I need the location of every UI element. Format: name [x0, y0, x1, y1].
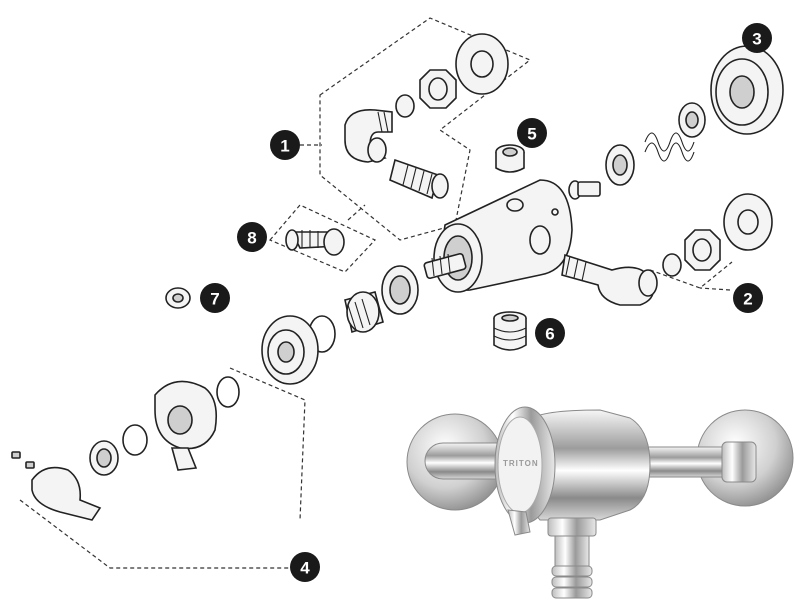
seat-ring: [605, 144, 635, 186]
end-cap-part-3: [710, 45, 784, 135]
callout-2-label: 2: [743, 290, 752, 309]
photo-outlet-pipe: [554, 535, 590, 567]
callout-3: 3: [742, 23, 772, 53]
right-internals: [568, 45, 784, 200]
callout-1-label: 1: [280, 137, 289, 156]
splined-insert: [89, 440, 119, 476]
hex-nut-right: [684, 229, 721, 271]
callout-7-label: 7: [210, 290, 219, 309]
photo-hose-coil: [551, 565, 593, 599]
adaptor-part-6: [493, 311, 527, 351]
middle-parts: [11, 265, 419, 521]
small-piston: [568, 180, 601, 200]
lever-handle: [31, 466, 102, 521]
callout-8: 8: [237, 222, 267, 252]
group-2-parts: [561, 193, 773, 306]
cartridge-spindle: [423, 252, 467, 280]
photo-brand-label: TRITON: [503, 459, 539, 468]
temperature-knob-base: [154, 380, 218, 471]
photo-lever-tab: [507, 509, 531, 536]
callout-5-label: 5: [527, 125, 536, 144]
leader-lines: [19, 17, 733, 569]
wall-flange-right: [723, 193, 773, 251]
callout-2: 2: [733, 283, 763, 313]
spring: [644, 132, 695, 162]
threaded-connector-top: [389, 158, 449, 200]
product-photo: TRITON: [406, 406, 794, 599]
valve-body: [433, 179, 573, 293]
olive-ring-right: [662, 253, 682, 277]
callout-3-label: 3: [752, 30, 761, 49]
group-1-parts: [344, 33, 509, 200]
callout-4-label: 4: [300, 559, 310, 578]
olive-ring-top: [395, 94, 415, 118]
group-8-part: [285, 228, 345, 256]
callout-6: 6: [535, 318, 565, 348]
callout-5: 5: [517, 118, 547, 148]
end-nut: [678, 102, 706, 138]
grub-screws: [11, 451, 35, 469]
wall-flange-top: [455, 33, 509, 95]
o-ring-lower: [216, 376, 240, 408]
hex-nut-top: [419, 69, 457, 109]
callout-6-label: 6: [545, 325, 554, 344]
elbow-inlet-right: [561, 253, 658, 306]
elbow-inlet-top: [344, 108, 393, 163]
retaining-nut: [344, 291, 384, 334]
callout-7: 7: [200, 283, 230, 313]
bearing-part-7: [165, 287, 191, 309]
threaded-sleeve: [381, 265, 419, 315]
photo-right-nut: [721, 441, 757, 483]
photo-outlet-collar: [547, 517, 597, 537]
callout-4: 4: [290, 552, 320, 582]
washer-lower: [122, 424, 148, 456]
callout-1: 1: [270, 130, 300, 160]
nipple-part-5: [495, 144, 525, 173]
callout-8-label: 8: [247, 229, 256, 248]
shroud-ring: [261, 315, 319, 385]
